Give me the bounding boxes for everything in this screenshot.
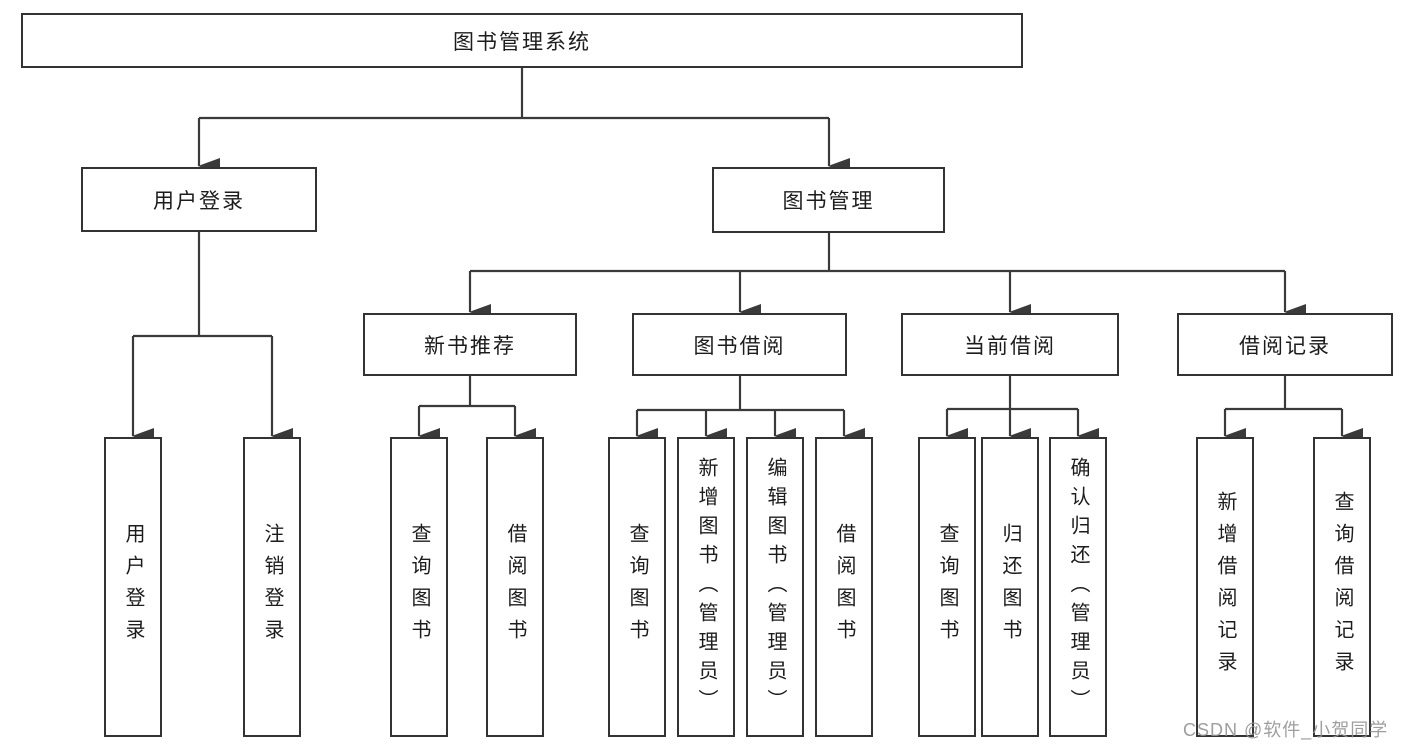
node-library-management-system: 图书管理系统	[21, 13, 1023, 68]
leaf-label: 借阅图书	[504, 523, 526, 651]
leaf-query-borrow-record: 查询借阅记录	[1313, 437, 1371, 737]
leaf-label: 查询图书	[936, 523, 958, 651]
leaf-query-book-2: 查询图书	[608, 437, 666, 737]
leaf-return-book: 归还图书	[981, 437, 1039, 737]
leaf-label: 新增图书（管理员）	[695, 456, 717, 718]
leaf-label: 确认归还（管理员）	[1067, 456, 1089, 718]
node-label: 图书借阅	[693, 334, 786, 358]
leaf-label: 借阅图书	[833, 523, 855, 651]
leaf-add-book-admin: 新增图书（管理员）	[677, 437, 735, 737]
leaf-label: 编辑图书（管理员）	[764, 456, 786, 718]
leaf-label: 注销登录	[261, 523, 283, 651]
node-label: 新书推荐	[424, 334, 516, 358]
csdn-watermark: CSDN @软件_小贺同学	[1183, 720, 1389, 740]
node-label: 用户登录	[153, 189, 245, 213]
leaf-label: 查询图书	[626, 523, 648, 651]
node-label: 借阅记录	[1239, 334, 1331, 358]
node-book-borrowing: 图书借阅	[632, 313, 847, 376]
leaf-query-book-1: 查询图书	[390, 437, 448, 737]
leaf-user-login: 用户登录	[104, 437, 162, 737]
leaf-label: 查询图书	[408, 523, 430, 651]
leaf-label: 查询借阅记录	[1331, 491, 1353, 683]
leaf-add-borrow-record: 新增借阅记录	[1196, 437, 1254, 737]
leaf-logout: 注销登录	[243, 437, 301, 737]
node-book-management: 图书管理	[712, 167, 945, 233]
node-current-borrowing: 当前借阅	[901, 313, 1119, 376]
node-label: 图书管理	[782, 190, 875, 213]
leaf-label: 用户登录	[122, 523, 144, 651]
connector-lines	[131, 68, 1363, 444]
node-new-book-recommendation: 新书推荐	[363, 313, 577, 376]
node-borrowing-records: 借阅记录	[1177, 313, 1393, 376]
leaf-borrow-book-1: 借阅图书	[486, 437, 544, 737]
leaf-query-book-3: 查询图书	[918, 437, 976, 737]
leaf-label: 新增借阅记录	[1214, 491, 1236, 683]
leaf-borrow-book-2: 借阅图书	[815, 437, 873, 737]
leaf-edit-book-admin: 编辑图书（管理员）	[746, 437, 804, 737]
node-label: 图书管理系统	[453, 30, 591, 54]
node-user-login: 用户登录	[81, 167, 317, 232]
leaf-confirm-return-admin: 确认归还（管理员）	[1049, 437, 1107, 737]
node-label: 当前借阅	[964, 334, 1056, 358]
leaf-label: 归还图书	[999, 523, 1021, 651]
